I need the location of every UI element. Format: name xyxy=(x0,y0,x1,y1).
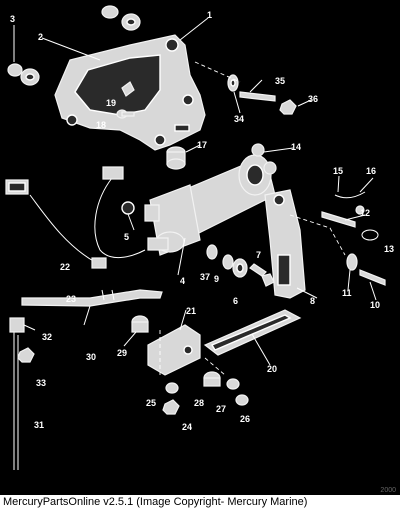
connector-left[interactable] xyxy=(5,179,29,195)
washer-25[interactable] xyxy=(165,382,179,394)
cable-31[interactable] xyxy=(13,330,19,470)
bolt-7[interactable] xyxy=(249,263,275,287)
rod-end-14[interactable] xyxy=(251,143,277,175)
callout-26: 26 xyxy=(240,414,250,424)
washer-9[interactable] xyxy=(222,254,234,270)
callout-24: 24 xyxy=(182,422,192,432)
assembly-line-2 xyxy=(289,214,346,256)
callout-11: 11 xyxy=(342,288,352,298)
callout-13: 13 xyxy=(384,244,394,254)
clip-top[interactable] xyxy=(102,166,124,180)
callout-18: 18 xyxy=(96,120,106,130)
callout-36: 36 xyxy=(308,94,318,104)
callout-20: 20 xyxy=(267,364,277,374)
callout-labels: 1 2 3 4 5 6 7 8 9 10 11 12 13 14 15 16 1… xyxy=(10,10,394,432)
callout-32: 32 xyxy=(42,332,52,342)
wire-harness xyxy=(94,177,146,258)
bushing-17[interactable] xyxy=(166,146,186,170)
link-rod-30[interactable] xyxy=(21,289,163,307)
callout-4: 4 xyxy=(180,276,185,286)
tiller-arm[interactable] xyxy=(264,189,306,299)
cylinder-assembly[interactable] xyxy=(121,154,276,256)
callout-12: 12 xyxy=(360,208,370,218)
washer-26[interactable] xyxy=(235,394,249,406)
callout-35: 35 xyxy=(275,76,285,86)
callout-7: 7 xyxy=(256,250,261,260)
callout-33: 33 xyxy=(36,378,46,388)
bushing-28[interactable] xyxy=(203,371,221,387)
bolt-18[interactable] xyxy=(116,109,135,119)
callout-19: 19 xyxy=(106,98,116,108)
callout-5: 5 xyxy=(124,232,129,242)
callout-6: 6 xyxy=(233,296,238,306)
washer-27[interactable] xyxy=(226,378,240,390)
wire-harness-2 xyxy=(29,194,96,263)
rail-20[interactable] xyxy=(203,309,302,356)
callout-2: 2 xyxy=(38,32,43,42)
bushing-group-top[interactable] xyxy=(7,5,141,86)
washer-6[interactable] xyxy=(232,258,248,278)
nut-33[interactable] xyxy=(17,347,35,363)
callout-17: 17 xyxy=(197,140,207,150)
callout-9: 9 xyxy=(214,274,219,284)
assembly-line-1 xyxy=(194,61,241,83)
callout-34: 34 xyxy=(234,114,244,124)
nut-24[interactable] xyxy=(162,399,180,415)
copyright-text: MercuryPartsOnline v2.5.1 (Image Copyrig… xyxy=(3,496,308,508)
callout-14: 14 xyxy=(291,142,301,152)
callout-3: 3 xyxy=(10,14,15,24)
callout-29: 29 xyxy=(117,348,127,358)
nut-36[interactable] xyxy=(279,99,297,115)
clip-13[interactable] xyxy=(361,229,379,241)
diagram-code: 2000 xyxy=(380,487,396,494)
bolt-10[interactable] xyxy=(359,269,386,286)
callout-23: 23 xyxy=(66,294,76,304)
callout-8: 8 xyxy=(310,296,315,306)
lanyard-15-16[interactable] xyxy=(334,191,366,215)
callout-15: 15 xyxy=(333,166,343,176)
connector-22[interactable] xyxy=(91,257,107,269)
callout-37: 37 xyxy=(200,272,210,282)
cotter-pins-23[interactable] xyxy=(101,289,115,301)
mounting-block-21[interactable] xyxy=(147,324,201,376)
callout-16: 16 xyxy=(366,166,376,176)
washer-37[interactable] xyxy=(206,244,218,260)
cap-19[interactable] xyxy=(121,81,135,97)
callout-30: 30 xyxy=(86,352,96,362)
washer-34[interactable] xyxy=(227,74,239,92)
assembly-line-3 xyxy=(204,357,226,376)
callout-21: 21 xyxy=(186,306,196,316)
callout-25: 25 xyxy=(146,398,156,408)
footer-bar: MercuryPartsOnline v2.5.1 (Image Copyrig… xyxy=(0,495,400,511)
callout-27: 27 xyxy=(216,404,226,414)
callout-28: 28 xyxy=(194,398,204,408)
callout-1: 1 xyxy=(207,10,212,20)
callout-22: 22 xyxy=(60,262,70,272)
washer-11[interactable] xyxy=(346,253,358,271)
pin-12[interactable] xyxy=(321,211,356,228)
exploded-parts-diagram: 1 2 3 4 5 6 7 8 9 10 11 12 13 14 15 16 1… xyxy=(5,5,394,470)
leader-lines xyxy=(13,17,377,366)
callout-31: 31 xyxy=(34,420,44,430)
cable-end-32[interactable] xyxy=(9,317,25,333)
callout-10: 10 xyxy=(370,300,380,310)
bushing-29[interactable] xyxy=(131,315,149,333)
stud-35[interactable] xyxy=(239,91,276,102)
